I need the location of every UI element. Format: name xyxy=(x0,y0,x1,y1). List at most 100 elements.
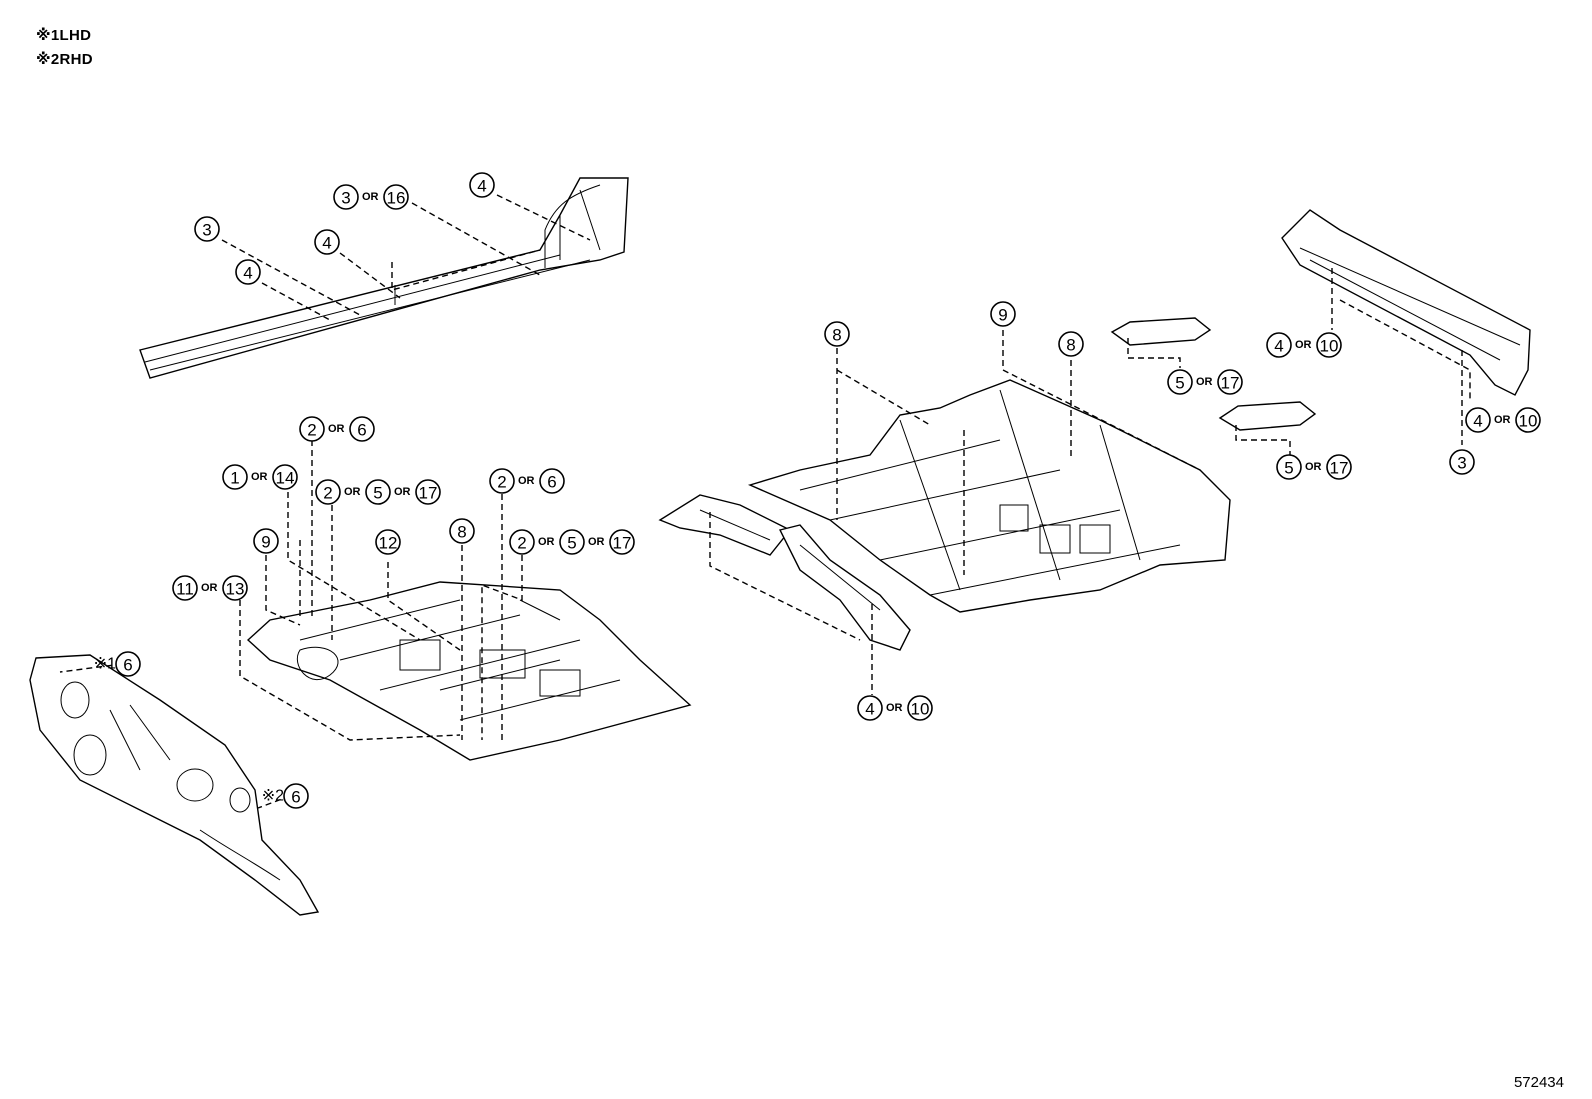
callout-circle xyxy=(1276,454,1302,480)
or-separator: OR xyxy=(886,702,903,714)
part-number: 4 xyxy=(477,177,486,196)
callout-3: 3 xyxy=(1449,449,1475,475)
callout-8: 8 xyxy=(449,518,475,544)
part-number: 6 xyxy=(357,421,366,440)
part-number: 3 xyxy=(341,189,350,208)
floor-brackets xyxy=(1110,317,1317,431)
or-separator: OR xyxy=(328,423,345,435)
part-number: 2 xyxy=(497,473,506,492)
part-number: 6 xyxy=(123,656,132,675)
part-number: 10 xyxy=(1320,337,1339,356)
callout-circle xyxy=(194,216,220,242)
note-rhd-text: RHD xyxy=(59,51,93,68)
part-number: 3 xyxy=(202,221,211,240)
part-number: 11 xyxy=(176,580,194,599)
callout-4: 4 xyxy=(314,229,340,255)
callout-circle xyxy=(1167,369,1193,395)
callout-circle xyxy=(857,695,883,721)
note-rhd-mark: ※2 xyxy=(36,51,60,68)
callout-circle xyxy=(172,575,198,601)
callout-circle xyxy=(1316,332,1342,358)
callout-circle xyxy=(609,529,635,555)
callout-circle xyxy=(315,479,341,505)
callout-circle xyxy=(383,184,409,210)
part-number: 5 xyxy=(567,534,576,553)
callout-circle xyxy=(1217,369,1243,395)
part-number: 16 xyxy=(387,189,406,208)
or-separator: OR xyxy=(201,582,218,594)
callout-circle xyxy=(1515,407,1541,433)
callout-circle xyxy=(314,229,340,255)
callout-circle xyxy=(907,695,933,721)
callout-circle xyxy=(1058,331,1084,357)
callout-circle xyxy=(489,468,515,494)
or-separator: OR xyxy=(538,536,555,548)
or-separator: OR xyxy=(1305,461,1322,473)
part-number: 3 xyxy=(1457,454,1466,473)
part-number: 8 xyxy=(457,523,466,542)
callout-circle xyxy=(299,416,325,442)
callout-circle xyxy=(1465,407,1491,433)
diagram-id: 572434 xyxy=(1513,1074,1564,1091)
part-number: 17 xyxy=(613,534,632,553)
callout-circle xyxy=(375,529,401,555)
callout-2-or-5-or-17: 2 OR 5 OR 17 xyxy=(509,529,635,555)
callout-8: 8 xyxy=(824,321,850,347)
callout-circle xyxy=(990,301,1016,327)
callout-9: 9 xyxy=(990,301,1016,327)
or-separator: OR xyxy=(394,486,411,498)
callout-circle xyxy=(283,783,309,809)
callout-12: 12 xyxy=(375,529,401,555)
part-number: 9 xyxy=(261,533,270,552)
callout-2-or-6: 2 OR 6 xyxy=(489,468,565,494)
leader-lines xyxy=(59,194,1471,809)
callout-9: 9 xyxy=(253,528,279,554)
callout-circle xyxy=(272,464,298,490)
part-number: 13 xyxy=(226,580,245,599)
part-number: 4 xyxy=(1274,337,1283,356)
part-number: 2 xyxy=(517,534,526,553)
part-number: 1 xyxy=(230,469,239,488)
part-number: 17 xyxy=(1330,459,1349,478)
part-number: 4 xyxy=(243,264,252,283)
rear-floor-pan xyxy=(747,379,1231,613)
part-number: 4 xyxy=(322,234,331,253)
part-number: 4 xyxy=(1473,412,1482,431)
callout-4: 4 xyxy=(235,259,261,285)
part-number: 8 xyxy=(1066,336,1075,355)
callout-region-mark: ※1 xyxy=(94,656,116,673)
part-number: 10 xyxy=(911,700,930,719)
or-separator: OR xyxy=(344,486,361,498)
part-number: 5 xyxy=(1175,374,1184,393)
part-number: 5 xyxy=(1284,459,1293,478)
callout-circle xyxy=(253,528,279,554)
part-number: 12 xyxy=(379,534,398,553)
note-rhd: ※2RHD xyxy=(36,50,93,68)
callout-circle xyxy=(235,259,261,285)
part-number: 6 xyxy=(547,473,556,492)
callout-circle xyxy=(469,172,495,198)
part-number: 4 xyxy=(865,700,874,719)
or-separator: OR xyxy=(588,536,605,548)
front-floor-pan xyxy=(246,581,692,761)
callout-circle xyxy=(1326,454,1352,480)
callout-circle xyxy=(449,518,475,544)
part-number: 5 xyxy=(373,484,382,503)
part-number: 2 xyxy=(323,484,332,503)
callout-11-or-13: 11 OR 13 xyxy=(172,575,248,601)
note-lhd-text: LHD xyxy=(59,27,92,44)
callout-circle xyxy=(509,529,535,555)
or-separator: OR xyxy=(518,475,535,487)
floor-side-members xyxy=(658,494,911,651)
rocker-panel-assembly xyxy=(139,177,629,379)
part-number: 10 xyxy=(1519,412,1538,431)
part-number: 6 xyxy=(291,788,300,807)
part-number: 9 xyxy=(998,306,1007,325)
